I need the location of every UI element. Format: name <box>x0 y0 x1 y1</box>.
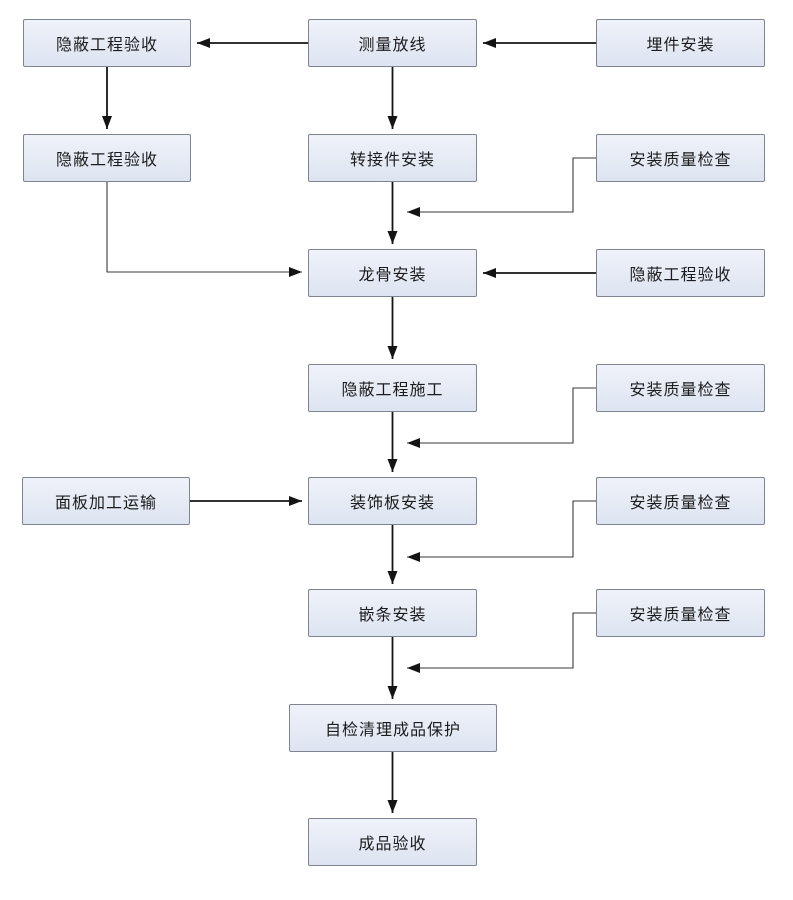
node-label: 隐蔽工程验收 <box>55 152 158 169</box>
node-final-acceptance: 成品验收 <box>308 818 477 866</box>
node-hidden-construction: 隐蔽工程施工 <box>308 364 477 412</box>
node-adapter-install: 转接件安装 <box>308 134 477 182</box>
node-label: 成品验收 <box>358 836 427 853</box>
node-panel-transport: 面板加工运输 <box>22 477 190 525</box>
node-quality-check-2: 安装质量检查 <box>596 364 765 412</box>
node-label: 隐蔽工程施工 <box>341 382 444 399</box>
node-hidden-acceptance-1: 隐蔽工程验收 <box>23 19 191 67</box>
node-quality-check-1: 安装质量检查 <box>596 134 765 182</box>
node-keel-install: 龙骨安装 <box>308 249 477 297</box>
node-label: 隐蔽工程验收 <box>55 37 158 54</box>
node-decor-panel-install: 装饰板安装 <box>308 477 477 525</box>
node-label: 安装质量检查 <box>629 607 732 624</box>
node-hidden-acceptance-3: 隐蔽工程验收 <box>596 249 765 297</box>
edge-qc1-join <box>407 157 596 217</box>
node-label: 转接件安装 <box>349 152 435 169</box>
node-label: 装饰板安装 <box>349 495 435 512</box>
node-self-check-protect: 自检清理成品保护 <box>289 704 497 752</box>
node-label: 测量放线 <box>358 37 427 54</box>
node-label: 安装质量检查 <box>629 152 732 169</box>
edge-qc3-join <box>407 500 596 562</box>
node-quality-check-4: 安装质量检查 <box>596 589 765 637</box>
node-label: 埋件安装 <box>646 37 715 54</box>
node-hidden-acceptance-2: 隐蔽工程验收 <box>23 134 191 182</box>
node-quality-check-3: 安装质量检查 <box>596 477 765 525</box>
node-label: 隐蔽工程验收 <box>629 267 732 284</box>
node-label: 安装质量检查 <box>629 382 732 399</box>
node-label: 龙骨安装 <box>358 267 427 284</box>
node-embed-install: 埋件安装 <box>596 19 765 67</box>
node-label: 嵌条安装 <box>358 607 427 624</box>
node-survey-layout: 测量放线 <box>308 19 477 67</box>
node-label: 安装质量检查 <box>629 495 732 512</box>
node-label: 面板加工运输 <box>54 495 157 512</box>
edge-qc4-join <box>407 612 596 673</box>
edge-qc2-join <box>407 387 596 448</box>
node-label: 自检清理成品保护 <box>324 722 461 739</box>
edge-hidden2-to-keel <box>106 182 302 277</box>
node-strip-install: 嵌条安装 <box>308 589 477 637</box>
